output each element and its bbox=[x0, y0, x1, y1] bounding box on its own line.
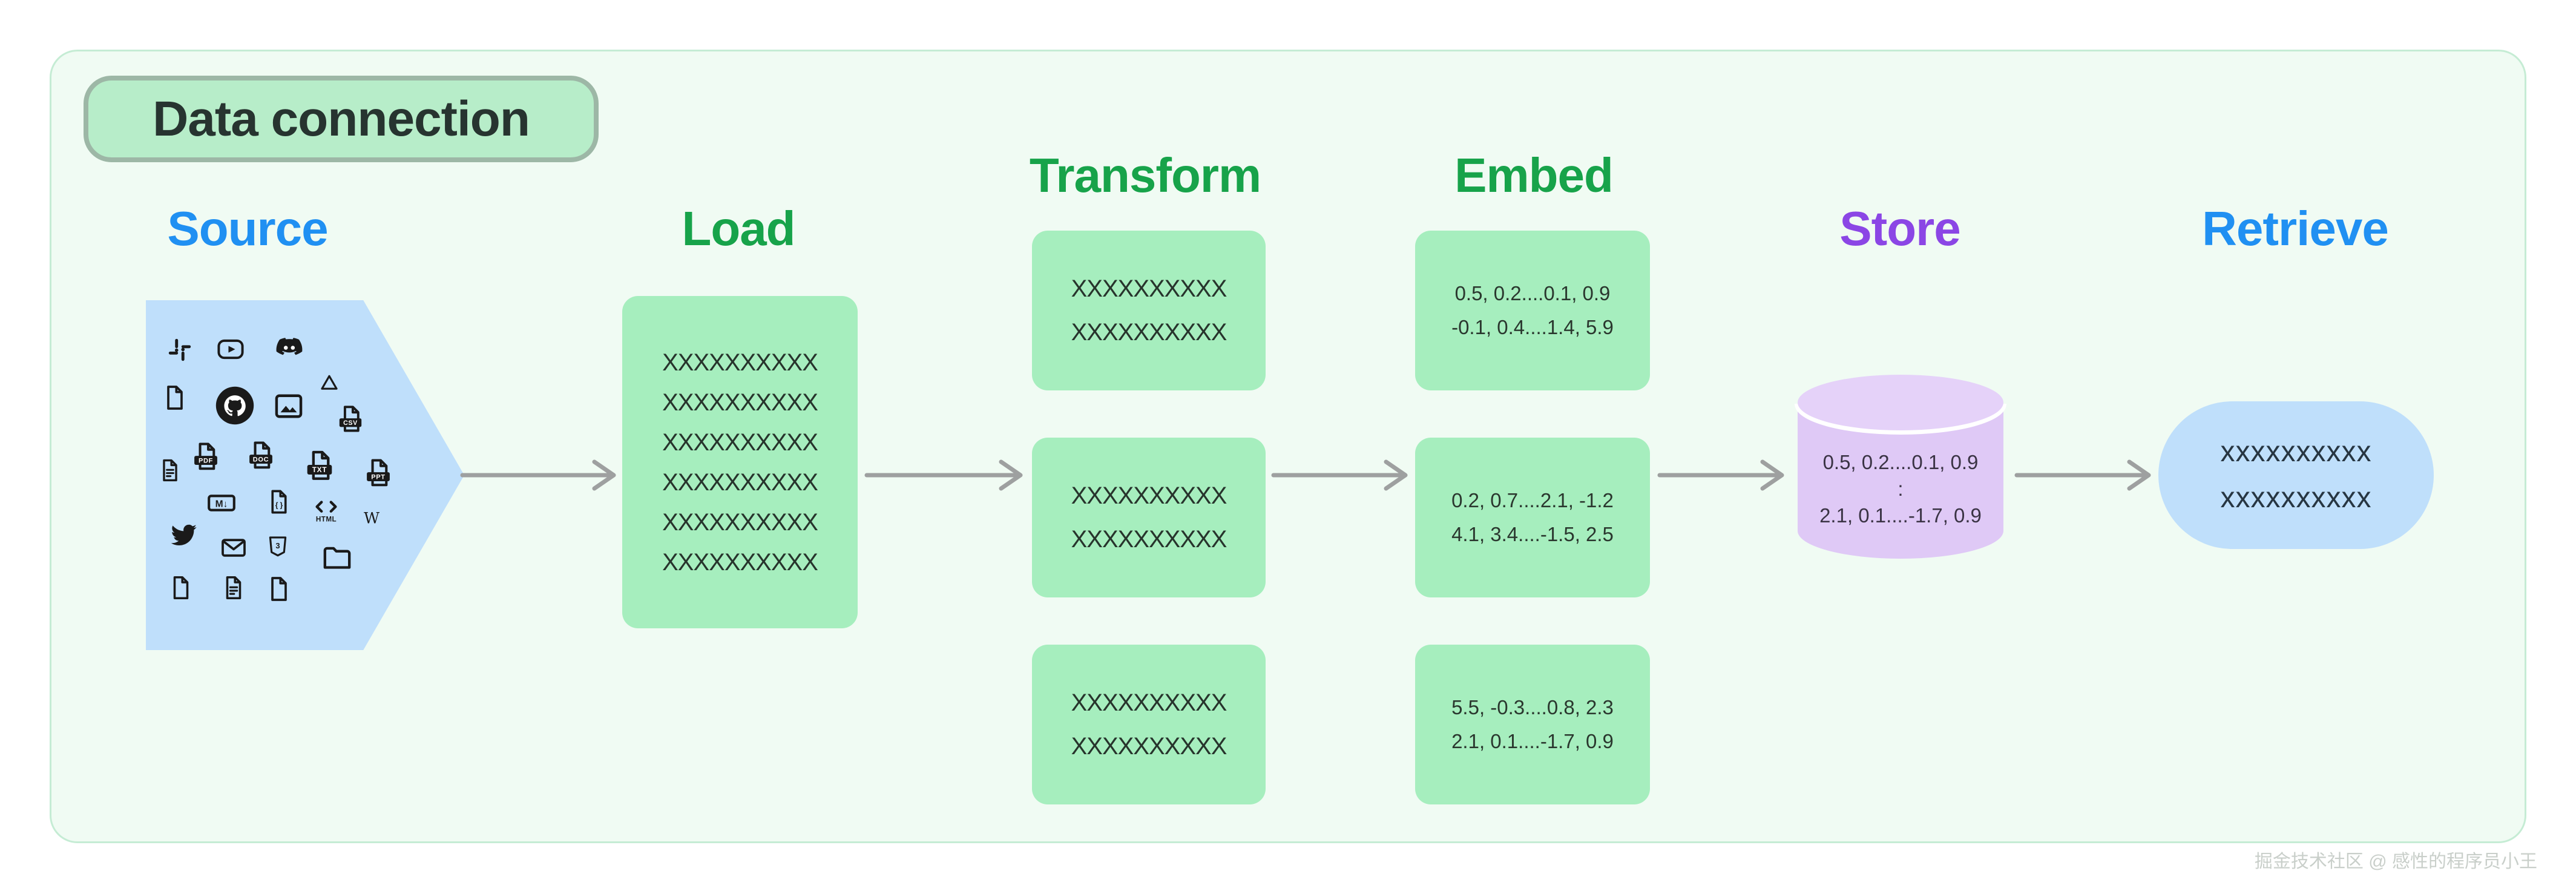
load-line: XXXXXXXXXX bbox=[662, 389, 818, 416]
flow-arrow bbox=[1657, 459, 1784, 491]
store-values-line: 0.5, 0.2....0.1, 0.9 bbox=[1822, 451, 1979, 473]
watermark: 掘金技术社区 @ 感性的程序员小王 bbox=[2254, 852, 2537, 872]
retrieve-text: xxxxxxxxxx bbox=[2220, 482, 2372, 514]
wikipedia-icon: W bbox=[360, 506, 383, 529]
page-title: Data connection bbox=[153, 91, 530, 146]
store-values-line: 2.1, 0.1....-1.7, 0.9 bbox=[1819, 504, 1982, 527]
load-line: XXXXXXXXXX bbox=[662, 429, 818, 456]
load-line: XXXXXXXXXX bbox=[662, 469, 818, 496]
embedding-values: 4.1, 3.4....-1.5, 2.5 bbox=[1451, 523, 1614, 545]
transform-box-3: XXXXXXXXXX XXXXXXXXXX bbox=[1032, 645, 1266, 804]
svg-text:PPT: PPT bbox=[371, 473, 385, 481]
svg-text:W: W bbox=[364, 508, 380, 527]
store-values-ellipsis: : bbox=[1898, 478, 1904, 500]
diagram-container bbox=[50, 50, 2526, 843]
vector-store-cylinder bbox=[1795, 375, 2006, 559]
transform-text: XXXXXXXXXX bbox=[1071, 689, 1227, 716]
email-icon bbox=[219, 533, 248, 562]
doc-file-icon: DOC bbox=[245, 439, 277, 472]
title-pill: Data connection bbox=[84, 76, 599, 162]
heading-store: Store bbox=[1839, 202, 1960, 255]
twitter-icon bbox=[167, 518, 200, 551]
heading-retrieve: Retrieve bbox=[2202, 202, 2389, 255]
embedding-values: 0.2, 0.7....2.1, -1.2 bbox=[1451, 489, 1614, 511]
file-icon bbox=[264, 574, 293, 603]
svg-text:3: 3 bbox=[275, 541, 280, 550]
transform-text: XXXXXXXXXX bbox=[1071, 275, 1227, 302]
markdown-icon: M↓ bbox=[206, 487, 237, 519]
load-line: XXXXXXXXXX bbox=[662, 508, 818, 536]
svg-text:{ }: { } bbox=[275, 501, 283, 510]
transform-text: XXXXXXXXXX bbox=[1071, 526, 1227, 553]
transform-text: XXXXXXXXXX bbox=[1071, 482, 1227, 509]
discord-icon bbox=[272, 330, 307, 366]
heading-embed: Embed bbox=[1454, 148, 1614, 202]
retrieve-box: xxxxxxxxxx xxxxxxxxxx bbox=[2158, 401, 2434, 549]
embed-box-2: 0.2, 0.7....2.1, -1.2 4.1, 3.4....-1.5, … bbox=[1415, 438, 1650, 597]
embed-box-1: 0.5, 0.2....0.1, 0.9 -0.1, 0.4....1.4, 5… bbox=[1415, 231, 1650, 390]
load-line: XXXXXXXXXX bbox=[662, 548, 818, 576]
google-drive-icon bbox=[318, 372, 341, 395]
flow-arrow bbox=[1271, 459, 1408, 491]
slack-icon bbox=[166, 337, 193, 364]
css3-icon: 3 bbox=[265, 534, 291, 559]
embedding-values: 5.5, -0.3....0.8, 2.3 bbox=[1451, 696, 1614, 718]
load-box: XXXXXXXXXX XXXXXXXXXX XXXXXXXXXX XXXXXXX… bbox=[622, 296, 858, 628]
flow-arrow bbox=[460, 459, 616, 491]
folder-icon bbox=[321, 541, 354, 574]
transform-box-1: XXXXXXXXXX XXXXXXXXXX bbox=[1032, 231, 1266, 390]
svg-text:PDF: PDF bbox=[199, 457, 213, 464]
embedding-values: -0.1, 0.4....1.4, 5.9 bbox=[1451, 316, 1614, 338]
github-icon bbox=[211, 382, 258, 429]
embedding-values: 0.5, 0.2....0.1, 0.9 bbox=[1454, 282, 1611, 304]
file-icon bbox=[160, 384, 189, 412]
code-file-icon: { } bbox=[265, 488, 293, 516]
heading-load: Load bbox=[682, 202, 795, 255]
svg-text:CSV: CSV bbox=[343, 419, 358, 427]
document-icon bbox=[157, 457, 183, 483]
svg-text:HTML: HTML bbox=[316, 515, 337, 523]
youtube-icon bbox=[215, 334, 246, 364]
html-icon: HTML bbox=[310, 495, 342, 526]
transform-box-2: XXXXXXXXXX XXXXXXXXXX bbox=[1032, 438, 1266, 597]
svg-text:TXT: TXT bbox=[312, 465, 327, 474]
embedding-values: 2.1, 0.1....-1.7, 0.9 bbox=[1451, 730, 1614, 752]
heading-transform: Transform bbox=[1029, 148, 1261, 202]
pdf-file-icon: PDF bbox=[189, 440, 222, 473]
transform-text: XXXXXXXXXX bbox=[1071, 733, 1227, 760]
csv-file-icon: CSV bbox=[335, 403, 366, 435]
store-values: 0.5, 0.2....0.1, 0.9 : 2.1, 0.1....-1.7,… bbox=[1793, 449, 2008, 529]
transform-text: XXXXXXXXXX bbox=[1071, 319, 1227, 346]
document-icon bbox=[220, 574, 248, 602]
heading-source: Source bbox=[167, 202, 328, 255]
flow-arrow bbox=[2014, 459, 2151, 491]
txt-file-icon: TXT bbox=[302, 448, 337, 483]
file-icon bbox=[167, 574, 194, 602]
embed-box-3: 5.5, -0.3....0.8, 2.3 2.1, 0.1....-1.7, … bbox=[1415, 645, 1650, 804]
retrieve-text: xxxxxxxxxx bbox=[2220, 436, 2372, 468]
ppt-file-icon: PPT bbox=[362, 456, 395, 489]
load-line: XXXXXXXXXX bbox=[662, 349, 818, 376]
image-icon bbox=[272, 389, 306, 423]
svg-text:DOC: DOC bbox=[253, 456, 269, 463]
flow-arrow bbox=[864, 459, 1023, 491]
svg-text:M↓: M↓ bbox=[215, 499, 228, 510]
